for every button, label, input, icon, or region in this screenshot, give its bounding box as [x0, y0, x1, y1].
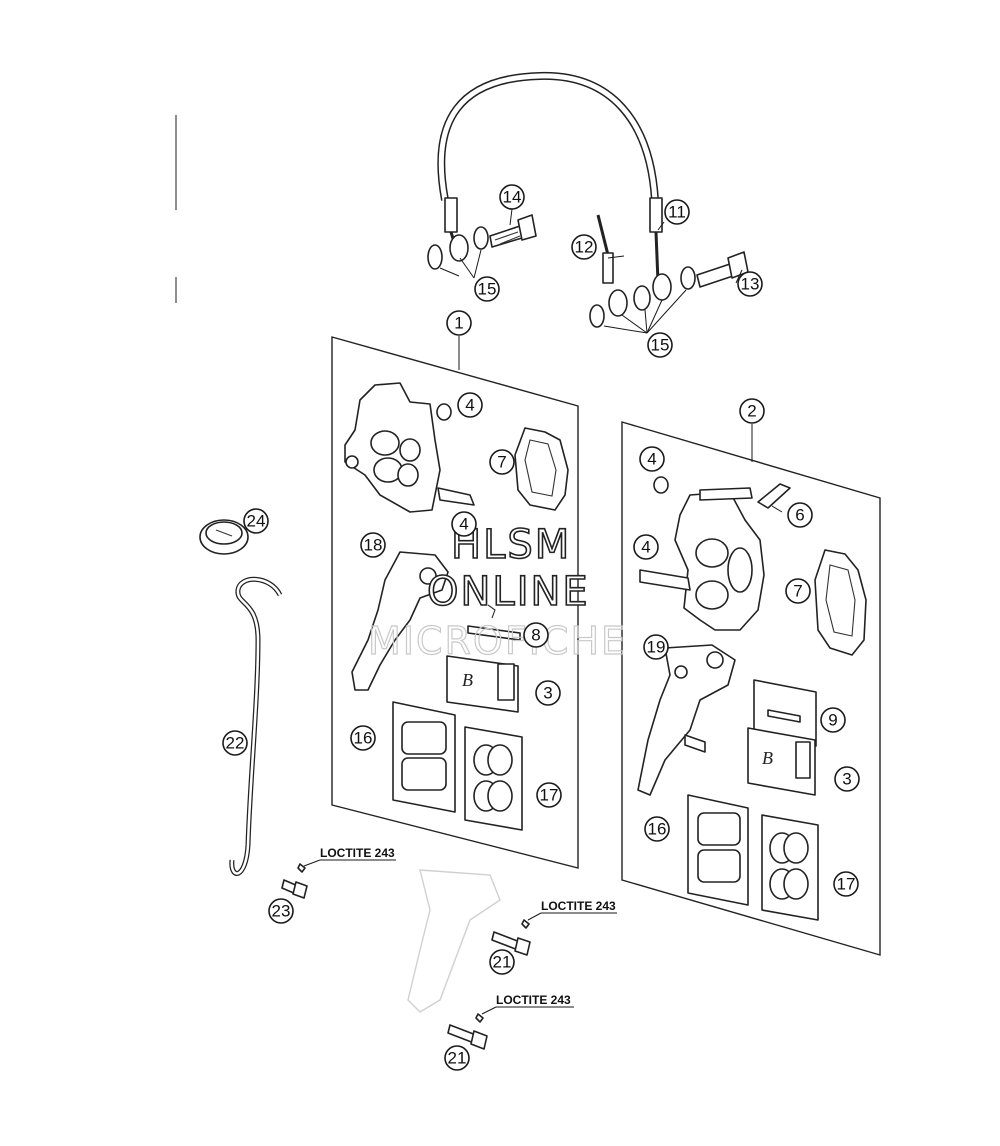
callout-6: 6 — [787, 502, 813, 528]
bolt-21-upper — [491, 919, 531, 956]
callout-17-left: 17 — [536, 782, 562, 808]
svg-text:2: 2 — [747, 402, 756, 421]
svg-text:1: 1 — [454, 314, 463, 333]
svg-text:4: 4 — [641, 538, 650, 557]
svg-text:19: 19 — [647, 638, 666, 657]
callout-9: 9 — [820, 707, 846, 733]
svg-text:15: 15 — [478, 280, 497, 299]
loctite-label: LOCTITE 243 — [541, 899, 616, 913]
callout-13: 13 — [737, 271, 763, 297]
svg-text:B: B — [762, 748, 773, 768]
svg-text:16: 16 — [648, 820, 667, 839]
loctite-note-3: LOCTITE 243 — [481, 993, 574, 1015]
loctite-note-1: LOCTITE 243 — [303, 846, 396, 867]
svg-text:4: 4 — [647, 450, 656, 469]
callout-15-right: 15 — [647, 332, 673, 358]
brake-lever-outline — [407, 869, 501, 1013]
pistons-left — [392, 701, 456, 813]
svg-text:7: 7 — [497, 453, 506, 472]
loctite-note-2: LOCTITE 243 — [527, 899, 617, 921]
callout-19: 19 — [643, 634, 669, 660]
svg-text:16: 16 — [354, 729, 373, 748]
callout-15-left: 15 — [474, 276, 500, 302]
brake-cable — [229, 576, 283, 876]
callout-4-b: 4 — [451, 511, 477, 537]
callout-3-right: 3 — [834, 766, 860, 792]
bleeder-valve — [757, 483, 791, 509]
svg-text:17: 17 — [837, 875, 856, 894]
svg-text:B: B — [462, 670, 473, 690]
svg-text:21: 21 — [493, 953, 512, 972]
pad-spring-left — [351, 551, 449, 691]
svg-text:4: 4 — [459, 515, 468, 534]
callout-23: 23 — [268, 898, 294, 924]
callout-7-left: 7 — [489, 449, 515, 475]
svg-text:8: 8 — [531, 626, 540, 645]
svg-text:23: 23 — [272, 902, 291, 921]
callout-4-c: 4 — [639, 446, 665, 472]
svg-text:22: 22 — [226, 734, 245, 753]
loctite-label: LOCTITE 243 — [496, 993, 571, 1007]
svg-text:13: 13 — [741, 275, 760, 294]
svg-text:15: 15 — [651, 336, 670, 355]
decal-left: B — [446, 655, 519, 713]
seals-right — [761, 814, 819, 921]
pad-pin-right — [753, 679, 817, 747]
svg-text:9: 9 — [828, 711, 837, 730]
brake-pads-left — [514, 427, 569, 511]
svg-text:11: 11 — [668, 203, 686, 222]
bolt-23 — [281, 863, 308, 899]
brake-hose — [437, 71, 663, 284]
svg-text:17: 17 — [540, 786, 559, 805]
caliper-bracket-right — [637, 644, 736, 796]
svg-text:21: 21 — [448, 1049, 467, 1068]
svg-text:24: 24 — [247, 512, 266, 531]
watermark: HLSM ONLINE MICROFICHE — [367, 521, 627, 663]
callout-17-right: 17 — [833, 871, 859, 897]
callout-24: 24 — [243, 508, 269, 534]
svg-text:14: 14 — [503, 188, 522, 207]
callout-2: 2 — [739, 398, 765, 424]
svg-text:3: 3 — [543, 684, 552, 703]
watermark-line-3: MICROFICHE — [368, 619, 627, 663]
leader-lines — [439, 208, 783, 707]
svg-text:7: 7 — [793, 582, 802, 601]
callout-12: 12 — [571, 234, 597, 260]
callout-16-left: 16 — [350, 725, 376, 751]
caliper-left — [344, 382, 475, 513]
callout-21-lower: 21 — [444, 1045, 470, 1071]
callout-4-d: 4 — [633, 534, 659, 560]
svg-text:12: 12 — [575, 238, 594, 257]
pad-pin-left — [467, 604, 521, 641]
svg-text:6: 6 — [795, 506, 804, 525]
banjo-right — [589, 251, 749, 328]
banjo-left — [427, 214, 537, 270]
decal-right: B — [747, 727, 816, 796]
pistons-right — [687, 794, 749, 906]
callout-21-upper: 21 — [489, 949, 515, 975]
loctite-label: LOCTITE 243 — [320, 846, 395, 860]
callout-11: 11 — [664, 199, 690, 225]
seals-left — [464, 726, 523, 831]
bolt-21-lower — [447, 1013, 488, 1050]
svg-text:4: 4 — [465, 396, 474, 415]
callout-22: 22 — [222, 730, 248, 756]
callout-4-a: 4 — [457, 392, 483, 418]
reservoir-cap — [199, 519, 249, 555]
callout-18: 18 — [360, 532, 386, 558]
caliper-right — [639, 476, 765, 631]
callout-7-right: 7 — [785, 578, 811, 604]
svg-text:3: 3 — [842, 770, 851, 789]
callout-8: 8 — [523, 622, 549, 648]
callout-14: 14 — [499, 184, 525, 210]
callout-16-right: 16 — [644, 816, 670, 842]
svg-text:18: 18 — [364, 536, 383, 555]
callout-1: 1 — [446, 310, 472, 336]
brake-pads-right — [814, 549, 867, 656]
callout-3-left: 3 — [535, 680, 561, 706]
watermark-line-2: ONLINE — [427, 569, 590, 615]
